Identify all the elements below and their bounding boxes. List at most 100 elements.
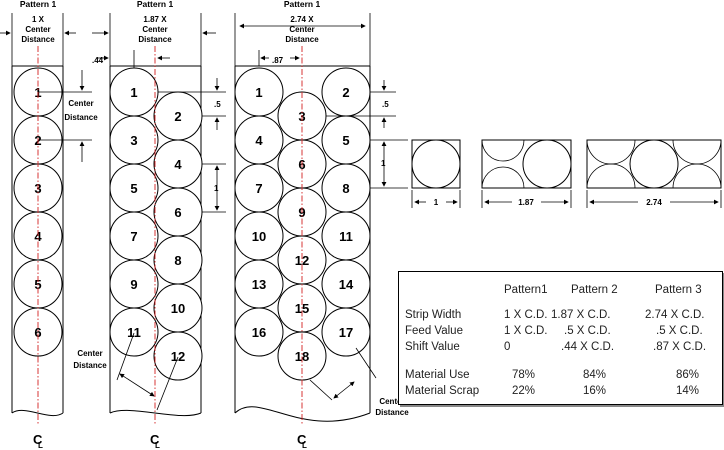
circle-number-5: 5 xyxy=(342,133,349,148)
width-label-2: 1.87 xyxy=(518,198,534,207)
cell-material-scrap-p2: 16% xyxy=(583,385,607,397)
circle-number-10: 10 xyxy=(252,229,266,244)
svg-text:L: L xyxy=(38,441,43,450)
svg-text:C: C xyxy=(33,432,43,447)
svg-text:C: C xyxy=(150,432,160,447)
pattern-2-multiplier: 1.87 X xyxy=(143,15,167,24)
cell-strip-width-p3: 2.74 X C.D. xyxy=(645,309,705,321)
circle-number-9: 9 xyxy=(130,277,137,292)
blank-circle xyxy=(109,307,159,357)
feed-dimension-5-p2: .5 xyxy=(214,100,221,109)
svg-text:C: C xyxy=(297,432,307,447)
column-header-pattern-3: Pattern 3 xyxy=(655,284,702,296)
circle-number-10: 10 xyxy=(171,301,185,316)
width-box-2: 1.87 xyxy=(481,139,572,208)
cell-strip-width-p2: 1.87 X C.D. xyxy=(551,309,611,321)
circle-number-12: 12 xyxy=(171,349,185,364)
cell-strip-width-p1: 1 X C.D. xyxy=(504,309,548,321)
strip-3-break xyxy=(234,406,371,422)
circle-number-1: 1 xyxy=(255,85,262,100)
pattern-2-center-label: Center xyxy=(142,25,167,34)
comparison-table: Pattern1 Pattern 2 Pattern 3 Strip Width… xyxy=(398,271,723,405)
shift-dimension-44: .44 xyxy=(92,56,104,65)
strip-pattern-3: Pattern 1 2.74 X Center Distance .87 .5 … xyxy=(234,0,409,417)
pattern-2-distance-label: Distance xyxy=(138,35,172,44)
center-distance-label-distance: Distance xyxy=(64,113,98,122)
circle-number-8: 8 xyxy=(174,253,181,268)
pattern-3-distance-label: Distance xyxy=(285,35,319,44)
circle-number-7: 7 xyxy=(130,229,137,244)
circle-number-16: 16 xyxy=(252,325,266,340)
blank-circle xyxy=(153,331,203,381)
circle-number-6: 6 xyxy=(34,325,41,340)
circle-number-14: 14 xyxy=(339,277,354,292)
row-label-shift-value: Shift Value xyxy=(405,341,460,353)
strip-pattern-2: Pattern 1 1.87 X Center Distance .44 .5 … xyxy=(73,0,226,413)
pattern-3-center-label: Center xyxy=(289,25,314,34)
circle-number-13: 13 xyxy=(252,277,266,292)
column-header-pattern-2: Pattern 2 xyxy=(571,284,618,296)
circle-number-4: 4 xyxy=(174,157,182,172)
pattern-1-multiplier: 1 X xyxy=(32,15,45,24)
cell-material-use-p2: 84% xyxy=(583,369,607,381)
cell-shift-value-p1: 0 xyxy=(504,341,511,353)
center-distance-label-p2-distance: Distance xyxy=(73,361,107,370)
cell-material-scrap-p3: 14% xyxy=(676,385,700,397)
row-label-material-use: Material Use xyxy=(405,369,470,381)
column-header-pattern-1: Pattern1 xyxy=(504,284,548,296)
pitch-dimension-1-p2: 1 xyxy=(214,184,219,193)
center-distance-annotation-1: Center Distance xyxy=(38,70,98,162)
width-label-3: 2.74 xyxy=(646,198,662,207)
width-box-3: 2.74 xyxy=(586,139,722,208)
center-distance-label-p3-distance: Distance xyxy=(375,408,409,417)
circle-number-1: 1 xyxy=(130,85,137,100)
row-label-strip-width: Strip Width xyxy=(405,309,462,321)
circle-number-11: 11 xyxy=(127,325,141,340)
circle-number-11: 11 xyxy=(339,229,353,244)
cell-shift-value-p3: .87 X C.D. xyxy=(653,341,707,353)
cell-material-use-p3: 86% xyxy=(676,369,700,381)
circle-number-4: 4 xyxy=(34,229,42,244)
shift-dimension-87: .87 xyxy=(272,56,284,65)
pattern-3-multiplier: 2.74 X xyxy=(290,15,314,24)
svg-text:L: L xyxy=(302,441,307,450)
cell-feed-value-p3: .5 X C.D. xyxy=(656,325,703,337)
circle-number-12: 12 xyxy=(295,253,309,268)
strip-2-break xyxy=(109,409,202,417)
cell-material-scrap-p1: 22% xyxy=(512,385,536,397)
centerline-symbol-2: C L xyxy=(150,432,160,450)
blank-circle xyxy=(234,307,284,357)
pattern-1-center-label: Center xyxy=(25,25,50,34)
cell-shift-value-p2: .44 X C.D. xyxy=(561,341,615,353)
centerline-symbol-1: C L xyxy=(33,432,43,450)
circle-number-8: 8 xyxy=(342,181,349,196)
width-box-1: 1 xyxy=(411,139,461,208)
circle-number-3: 3 xyxy=(130,133,137,148)
row-label-material-scrap: Material Scrap xyxy=(405,385,480,397)
svg-text:L: L xyxy=(155,441,160,450)
width-label-1: 1 xyxy=(434,198,439,207)
circle-number-2: 2 xyxy=(342,85,349,100)
pattern-1-header: Pattern 1 xyxy=(20,0,57,9)
cell-material-use-p1: 78% xyxy=(512,369,536,381)
center-distance-label-p2-center: Center xyxy=(77,349,102,358)
cell-feed-value-p1: 1 X C.D. xyxy=(504,325,548,337)
row-label-feed-value: Feed Value xyxy=(405,325,463,337)
feed-dimension-5-p3: .5 xyxy=(382,100,389,109)
pattern-3-header: Pattern 1 xyxy=(284,0,321,9)
pitch-dimension-1-p3: 1 xyxy=(381,159,386,168)
centerline-symbol-3: C L xyxy=(297,432,307,450)
strip-1-break xyxy=(11,409,64,417)
center-distance-label-center: Center xyxy=(68,99,93,108)
center-distance-label-p3-center: Center xyxy=(379,397,404,406)
circle-number-2: 2 xyxy=(174,109,181,124)
circle-number-4: 4 xyxy=(255,133,263,148)
pattern-2-header: Pattern 1 xyxy=(137,0,174,9)
circle-number-6: 6 xyxy=(174,205,181,220)
circle-number-7: 7 xyxy=(255,181,262,196)
circle-number-5: 5 xyxy=(130,181,137,196)
circle-number-17: 17 xyxy=(339,325,353,340)
blank-circle xyxy=(321,307,371,357)
pattern-1-distance-label: Distance xyxy=(21,35,55,44)
